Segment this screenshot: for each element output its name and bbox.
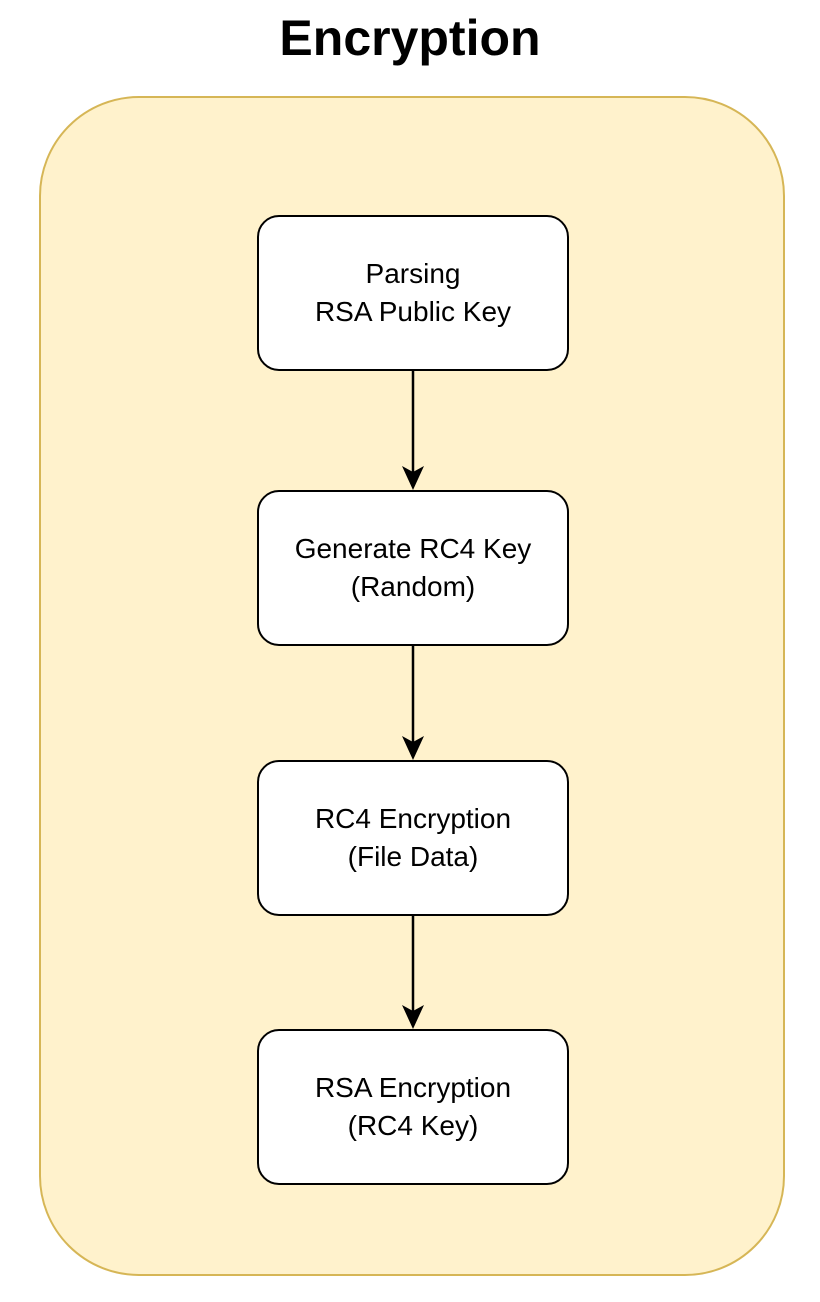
node-label-line-2: (RC4 Key) [347,1110,479,1141]
node-rsa-encryption: RSA Encryption (RC4 Key) [257,1029,569,1185]
node-parsing-rsa-public-key: Parsing RSA Public Key [257,215,569,371]
node-label-line-1: Generate RC4 Key [294,533,532,564]
node-label-line-1: RC4 Encryption [314,803,512,834]
node-label-line-2: RSA Public Key [314,296,512,327]
node-label-line-2: (File Data) [347,841,479,872]
diagram-title: Encryption [279,10,541,66]
node-label-line-1: RSA Encryption [314,1072,512,1103]
node-rc4-encryption: RC4 Encryption (File Data) [257,760,569,916]
node-label-line-1: Parsing [365,258,461,289]
node-label-line-2: (Random) [350,571,476,602]
node-generate-rc4-key: Generate RC4 Key (Random) [257,490,569,646]
